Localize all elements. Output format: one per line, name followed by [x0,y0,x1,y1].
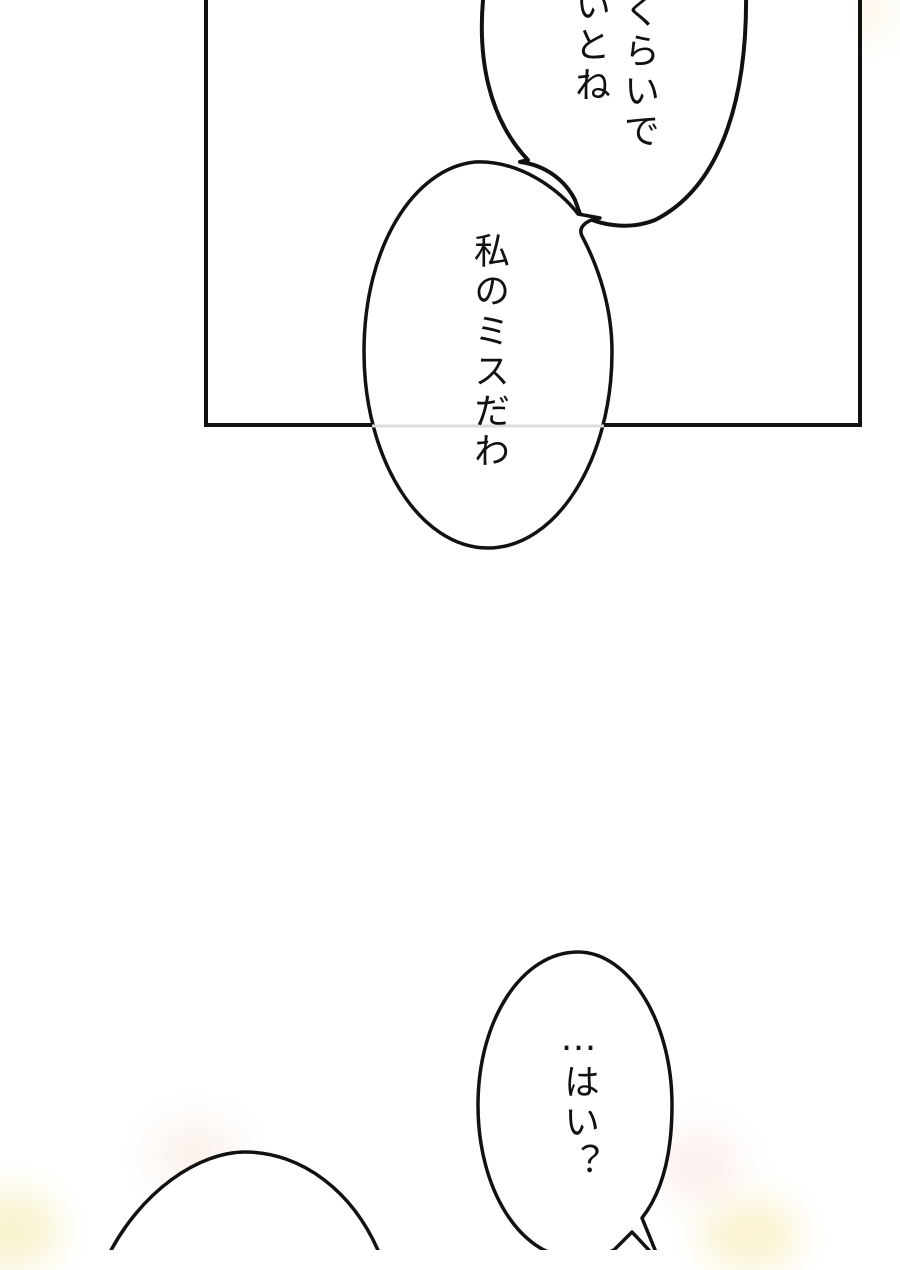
speech-bubble-2-text: 私のミスだわ [468,232,509,472]
speech-bubble-3-outline [476,950,674,1250]
speech-bubble-2-outline [362,160,614,550]
speech-bubble-3-text: …はい？ [558,1018,599,1183]
speech-bubble-1-text-col-1: くらいで [618,0,659,152]
speech-bubble-1-text-col-2: いとね [569,0,610,106]
speech-bubble-4-outline [109,1150,380,1250]
background-glow [660,1130,740,1200]
